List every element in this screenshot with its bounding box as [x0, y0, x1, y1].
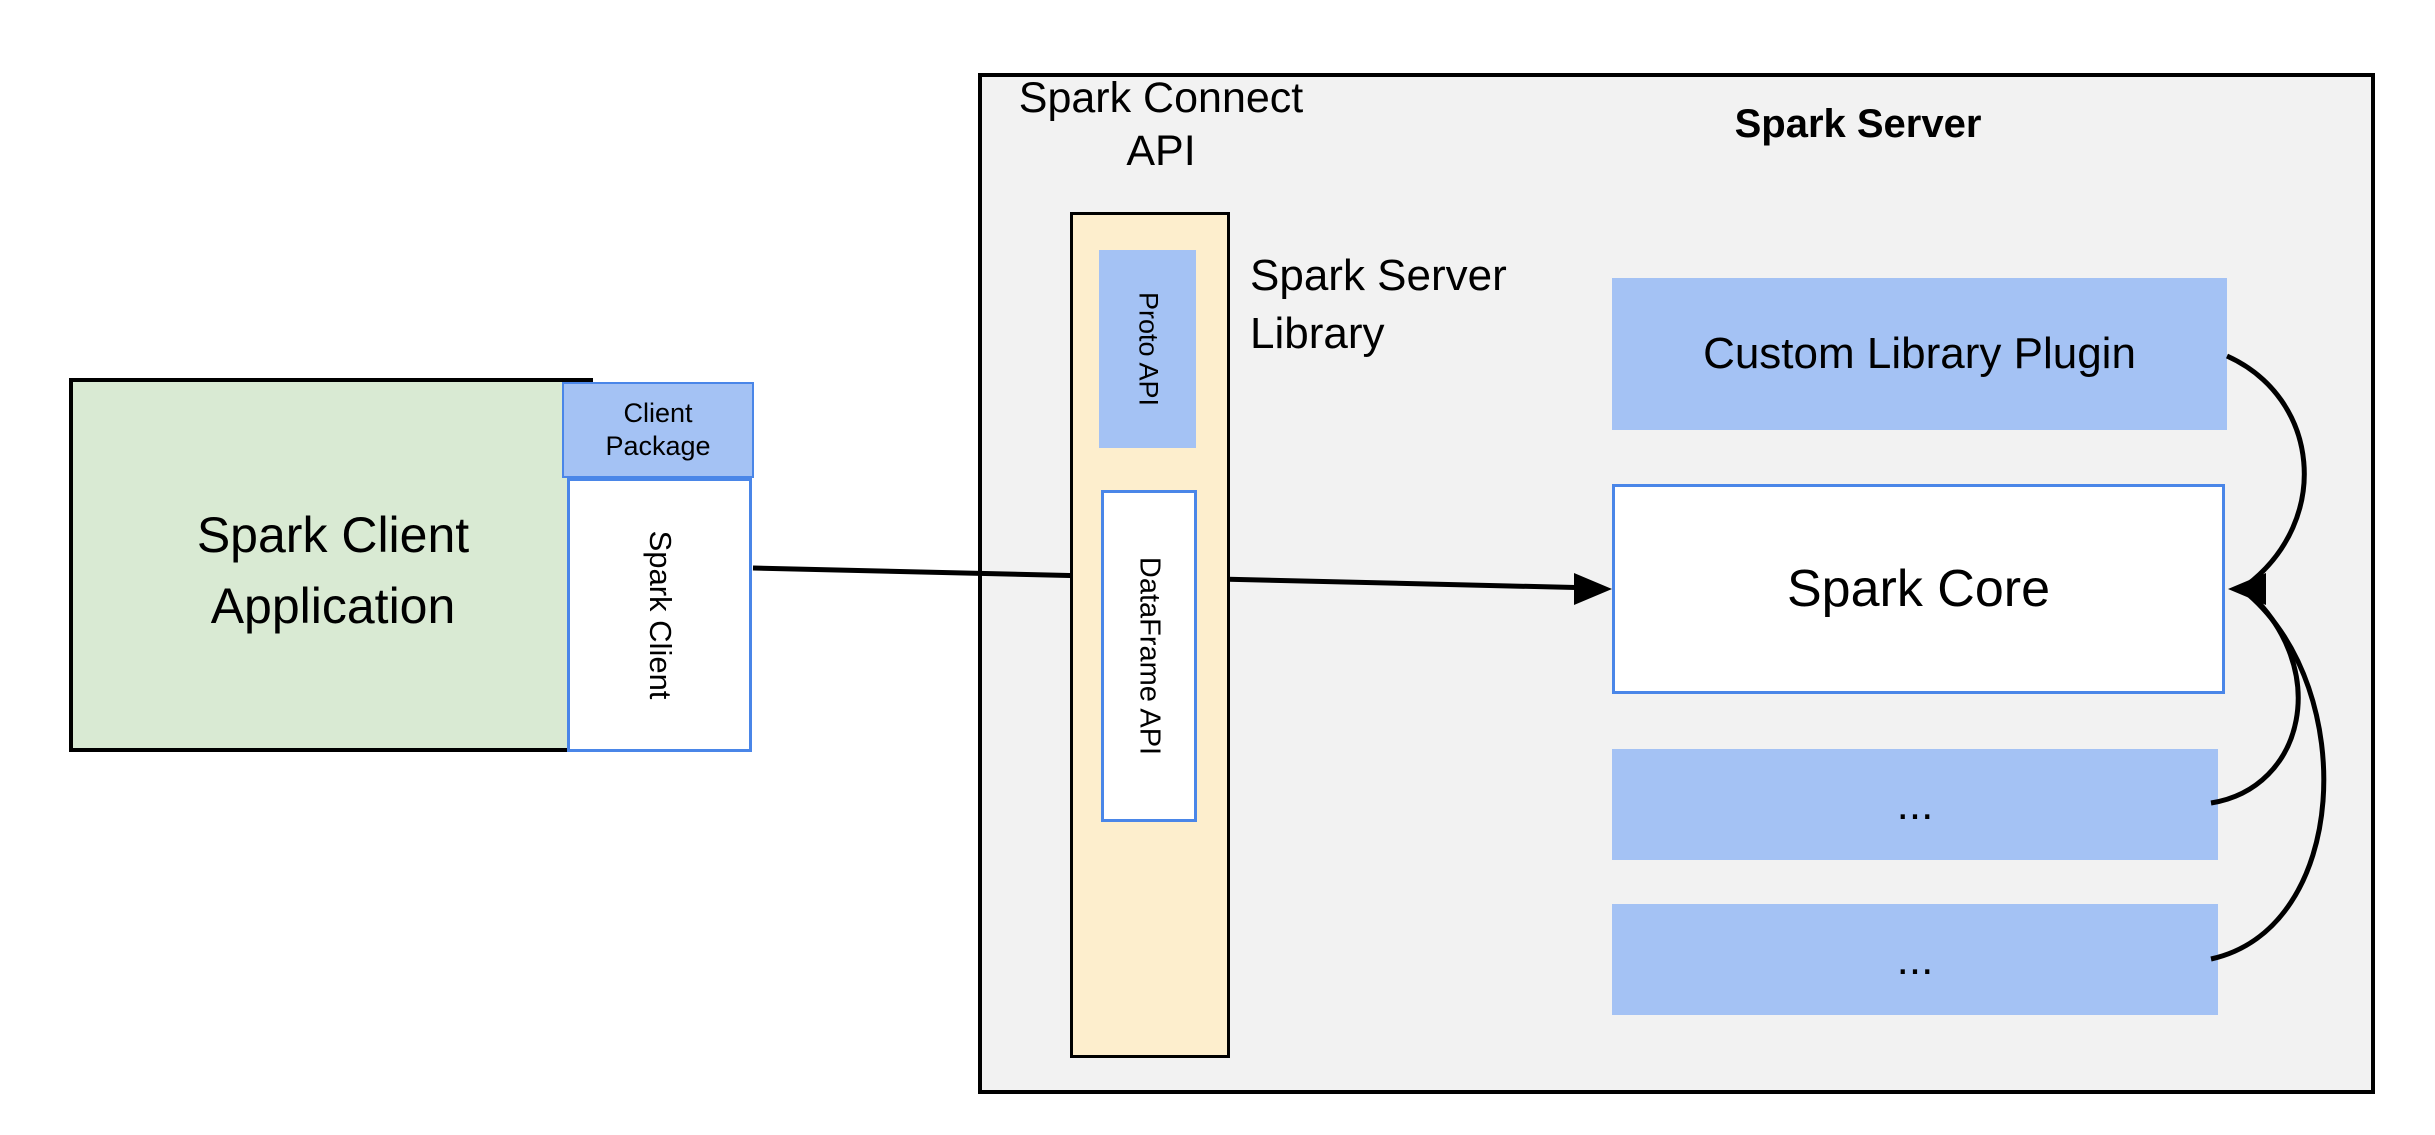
custom-library-plugin-label: Custom Library Plugin	[1703, 329, 2136, 378]
spark-core-label: Spark Core	[1787, 560, 2050, 618]
spark-client-application-box	[69, 378, 593, 752]
dataframe-api-label: DataFrame API	[1133, 556, 1166, 756]
plugin-placeholder-box-2: ...	[1612, 904, 2218, 1015]
spark-server-library-line1: Spark Server	[1250, 251, 1507, 300]
spark-client-box	[567, 478, 752, 752]
spark-server-library-line2: Library	[1250, 309, 1385, 358]
plugin-placeholder-box-1: ...	[1612, 749, 2218, 860]
client-package-line1: Client	[623, 398, 693, 428]
spark-client-application-line1: Spark Client	[196, 507, 470, 563]
spark-connect-api-title: Spark Connect API	[961, 72, 1361, 178]
client-package-line2: Package	[605, 431, 711, 461]
spark-server-library-label: Spark Server Library	[1250, 247, 1670, 363]
custom-library-plugin-box: Custom Library Plugin	[1612, 278, 2227, 430]
spark-connect-api-title-line2: API	[1126, 127, 1196, 175]
proto-api-label: Proto API	[1133, 291, 1164, 407]
dataframe-api-box	[1101, 490, 1197, 822]
client-package-box: Client Package	[562, 382, 754, 478]
spark-client-label: Spark Client	[643, 530, 678, 700]
spark-client-application-label: Spark Client Application	[83, 500, 583, 642]
spark-connect-api-title-line1: Spark Connect	[1018, 74, 1304, 122]
plugin-placeholder-2-label: ...	[1896, 934, 1934, 984]
spark-server-title: Spark Server	[1734, 102, 1982, 146]
spark-client-application-line2: Application	[210, 578, 456, 634]
proto-api-box	[1099, 250, 1196, 448]
plugin-placeholder-1-label: ...	[1896, 779, 1934, 829]
spark-core-box: Spark Core	[1612, 484, 2225, 694]
